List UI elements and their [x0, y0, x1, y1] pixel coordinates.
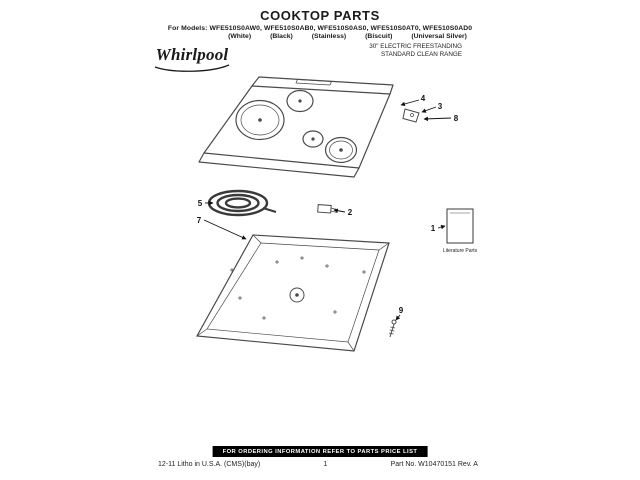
range-description-line1: 30" ELECTRIC FREESTANDING	[369, 43, 462, 50]
models-line: For Models: WFE510S0AW0, WFE510S0AB0, WF…	[167, 25, 473, 32]
range-description: 30" ELECTRIC FREESTANDING STANDARD CLEAN…	[369, 43, 462, 59]
bracket-body	[402, 108, 420, 123]
booklet-body	[446, 208, 474, 244]
leader-2	[333, 208, 346, 213]
finish-white: (White)	[228, 33, 252, 40]
footer: 12-11 Litho in U.S.A. (CMS)(bay) 1 Part …	[158, 461, 478, 468]
vent-slot	[295, 79, 332, 86]
leader-3	[421, 106, 437, 113]
front-apron	[198, 152, 360, 178]
callout-2: 2	[348, 208, 353, 217]
callout-7: 7	[197, 216, 202, 225]
mounting-screw	[388, 319, 397, 338]
screw-threads	[388, 326, 396, 335]
coil-ring-middle	[216, 193, 260, 213]
literature-caption: Literature Parts	[443, 248, 478, 254]
logo-swoosh-icon	[154, 64, 230, 72]
range-description-line2: STANDARD CLEAN RANGE	[380, 51, 462, 58]
callout-9: 9	[399, 306, 404, 315]
leader-9	[395, 314, 401, 321]
terminal-block	[317, 204, 338, 214]
brand-name: Whirlpool	[155, 45, 229, 64]
cooktop-assembly	[198, 76, 394, 178]
literature-booklet	[446, 208, 474, 244]
burner-left-center-dot	[258, 118, 262, 122]
leader-8	[423, 116, 452, 122]
burner-middle-ring	[302, 130, 324, 148]
leader-7	[203, 219, 247, 240]
finish-black: (Black)	[270, 33, 293, 40]
base-pan-center-hole	[289, 287, 305, 303]
burner-left-inner-ring	[240, 104, 280, 136]
ordering-notice: FOR ORDERING INFORMATION REFER TO PARTS …	[212, 446, 428, 457]
callout-4: 4	[421, 94, 426, 103]
callout-leaders	[203, 99, 452, 321]
base-pan-corner-seams	[196, 234, 390, 352]
screw-head	[391, 319, 397, 325]
terminal-block-body	[317, 204, 332, 214]
callout-5: 5	[198, 199, 203, 208]
burner-rear-center-dot	[298, 99, 302, 103]
base-pan-outer	[196, 234, 390, 352]
callout-3: 3	[438, 102, 443, 111]
finishes-line: (White) (Black) (Stainless) (Biscuit) (U…	[0, 33, 640, 40]
part-number: Part No. W10470151 Rev. A	[390, 461, 478, 468]
callout-1: 1	[431, 224, 436, 233]
burner-right-inner-ring	[329, 140, 353, 160]
finish-universal-silver: (Universal Silver)	[411, 33, 467, 40]
page-title: COOKTOP PARTS	[260, 8, 380, 23]
finish-biscuit: (Biscuit)	[365, 33, 393, 40]
base-pan-screw-holes	[230, 256, 366, 320]
burner-right-outer-ring	[324, 136, 358, 164]
callout-8: 8	[454, 114, 459, 123]
surface-element-coil	[207, 189, 277, 217]
finish-stainless: (Stainless)	[311, 33, 347, 40]
base-pan-inner	[206, 242, 380, 343]
base-pan	[196, 234, 390, 352]
whirlpool-logo: Whirlpool	[150, 46, 234, 73]
burner-rear-ring	[286, 89, 314, 113]
base-pan-center-dot	[295, 293, 299, 297]
burner-left-outer-ring	[235, 99, 285, 141]
burner-right-center-dot	[339, 148, 343, 152]
burner-middle-center-dot	[311, 137, 315, 141]
leader-1	[437, 224, 446, 230]
bracket-hole	[410, 113, 414, 117]
litho-info: 12-11 Litho in U.S.A. (CMS)(bay)	[158, 461, 261, 468]
leader-4	[400, 99, 420, 107]
rear-bracket-part	[402, 108, 420, 123]
coil-terminal-tail	[262, 207, 277, 213]
cooktop-surface	[203, 85, 391, 169]
coil-ring-inner	[224, 197, 252, 209]
page-number: 1	[323, 461, 328, 468]
